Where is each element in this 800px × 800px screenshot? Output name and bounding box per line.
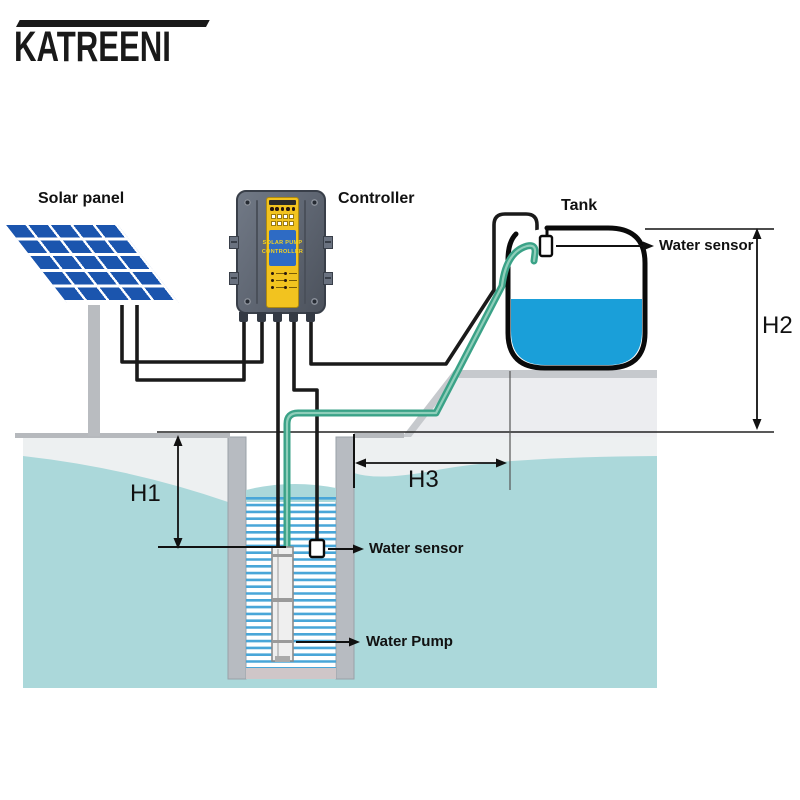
tank-water-sensor-label: Water sensor xyxy=(659,237,754,254)
platform-face xyxy=(402,370,657,437)
dim-h1 xyxy=(158,435,286,549)
dim-h3-label: H3 xyxy=(408,466,439,493)
controller-status-leds xyxy=(271,272,294,289)
cable-gland xyxy=(257,312,266,322)
platform-top-edge xyxy=(454,370,657,378)
wire-tank-sensor-conduit xyxy=(309,212,539,366)
wire-well-sensor xyxy=(292,322,319,541)
well-wall-left xyxy=(227,436,247,680)
water-pump-graphic xyxy=(271,546,294,662)
controller-mount-tab xyxy=(229,272,239,285)
controller-ridge xyxy=(304,200,306,304)
controller-nameplate: SOLAR PUMP CONTROLLER xyxy=(262,230,303,266)
screw-icon xyxy=(244,199,251,206)
controller-box: SOLAR PUMP CONTROLLER xyxy=(229,190,333,314)
cable-gland xyxy=(289,312,298,322)
cable-gland xyxy=(306,312,315,322)
brand-logo: KATREENI xyxy=(14,16,214,76)
controller-panel-header xyxy=(269,200,296,205)
well-water-sensor xyxy=(308,538,326,559)
water-pipe-highlight xyxy=(285,244,537,553)
well-wall-right xyxy=(335,436,355,680)
tank-water-sensor xyxy=(538,234,554,258)
logo-text: KATREENI xyxy=(14,24,171,72)
well-water-sensor-label: Water sensor xyxy=(369,540,464,557)
ground-line-left xyxy=(15,433,230,438)
wire-panel-1 xyxy=(120,302,264,364)
dim-h3 xyxy=(353,371,511,490)
dim-h2-label: H2 xyxy=(762,312,793,339)
controller-ridge xyxy=(256,200,258,304)
label-arrows xyxy=(296,241,654,647)
screw-icon xyxy=(311,199,318,206)
well-bottom xyxy=(246,668,336,679)
cable-gland xyxy=(273,312,282,322)
tank-water xyxy=(511,299,642,365)
controller-mount-tab xyxy=(229,236,239,249)
controller-indicator-row xyxy=(271,221,294,226)
controller-mount-tab xyxy=(323,236,333,249)
controller-label: Controller xyxy=(338,190,415,207)
cable-gland xyxy=(239,312,248,322)
controller-mount-tab xyxy=(323,272,333,285)
topsoil-left xyxy=(23,437,228,502)
wire-panel-2 xyxy=(135,302,246,382)
topsoil-right xyxy=(354,437,657,477)
screw-icon xyxy=(244,298,251,305)
ground-line-mid xyxy=(354,433,404,438)
tank-label: Tank xyxy=(561,197,598,214)
nameplate-line2: CONTROLLER xyxy=(261,249,304,255)
controller-led-row xyxy=(270,207,295,211)
dim-h1-label: H1 xyxy=(130,480,161,507)
controller-front-panel: SOLAR PUMP CONTROLLER xyxy=(262,197,303,308)
controller-indicator-row xyxy=(271,214,294,219)
solar-panel-label: Solar panel xyxy=(38,190,125,207)
solar-panel-post xyxy=(88,300,100,436)
water-pump-label: Water Pump xyxy=(366,633,453,650)
nameplate-line1: SOLAR PUMP xyxy=(262,239,303,246)
screw-icon xyxy=(311,298,318,305)
dim-h2 xyxy=(645,228,774,430)
